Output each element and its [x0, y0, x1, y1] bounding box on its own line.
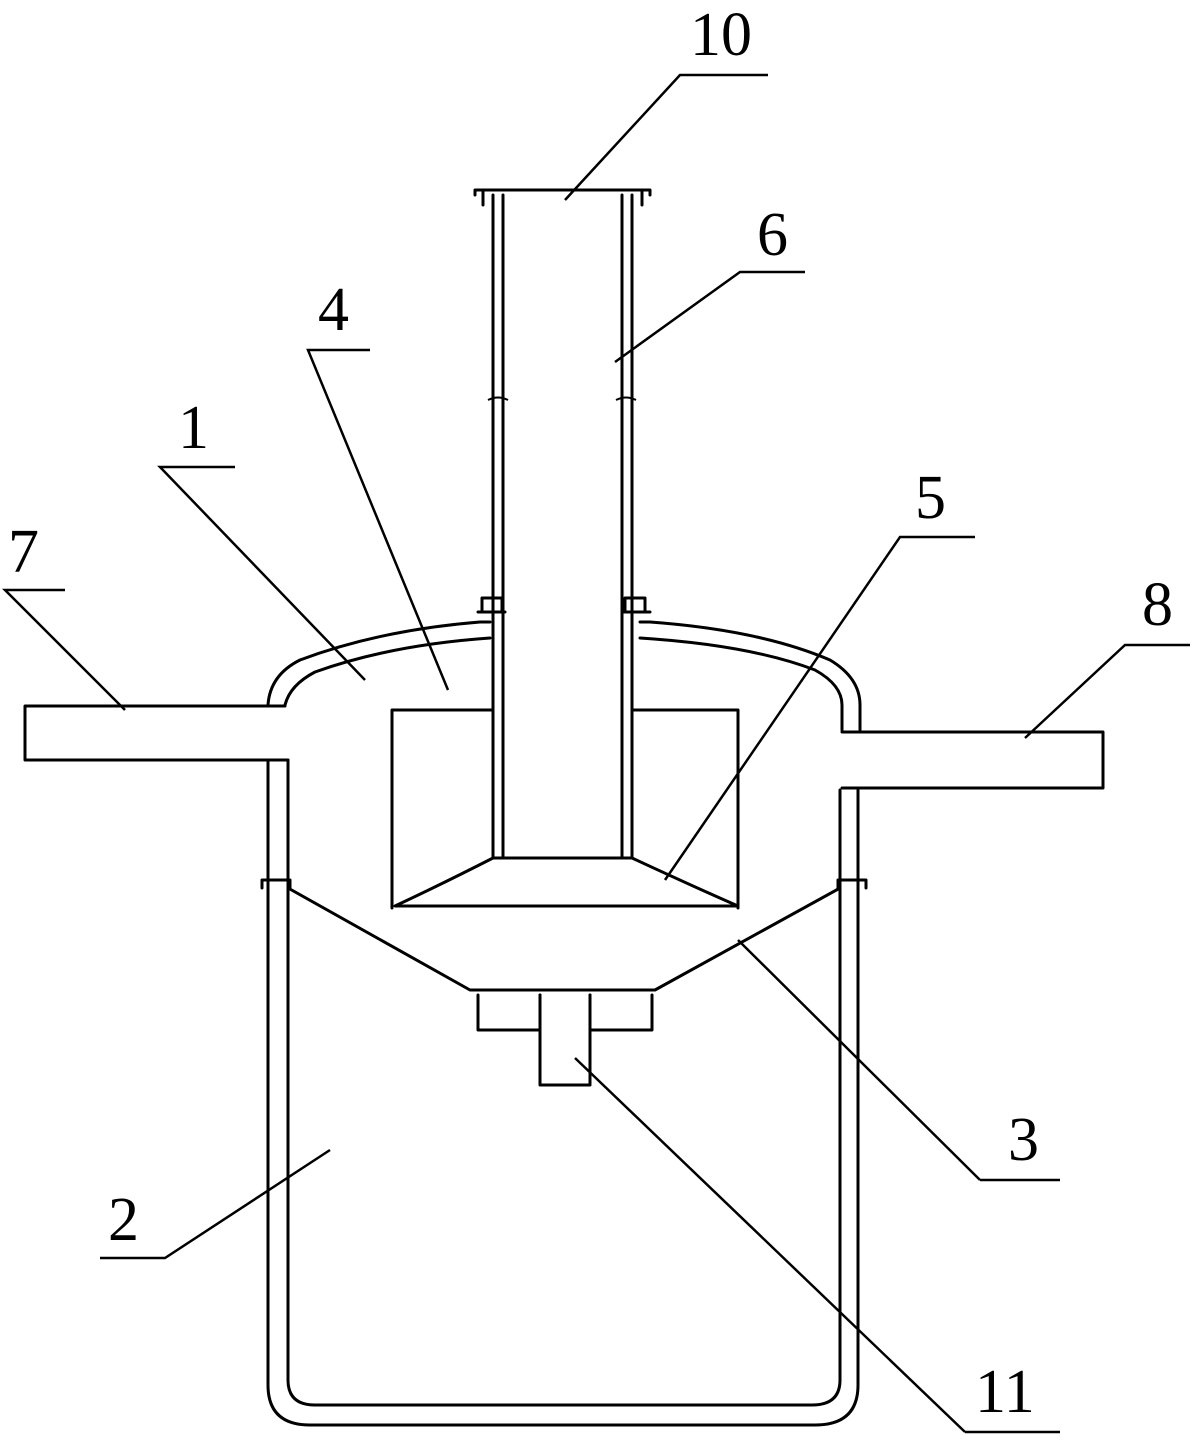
label-2: 2 [108, 1186, 139, 1254]
label-3: 3 [1008, 1106, 1039, 1174]
label-1: 1 [178, 394, 209, 462]
left-pipe [23, 704, 290, 762]
funnel [393, 856, 740, 908]
upper-dome [266, 620, 862, 732]
label-8: 8 [1142, 571, 1173, 639]
label-6: 6 [757, 201, 788, 269]
label-4: 4 [318, 276, 349, 344]
label-10: 10 [690, 1, 752, 69]
bottom-nozzle [476, 993, 654, 1087]
label-11: 11 [975, 1358, 1035, 1426]
lower-vessel [266, 758, 860, 1427]
leader-lines [1, 73, 1190, 1434]
central-tube [473, 188, 652, 860]
separator-plate [260, 878, 868, 992]
label-7: 7 [8, 518, 39, 586]
labels: 10 6 4 1 7 5 8 3 2 11 [8, 1, 1173, 1426]
right-pipe [840, 730, 1105, 790]
inner-box [390, 708, 740, 910]
label-5: 5 [915, 464, 946, 532]
